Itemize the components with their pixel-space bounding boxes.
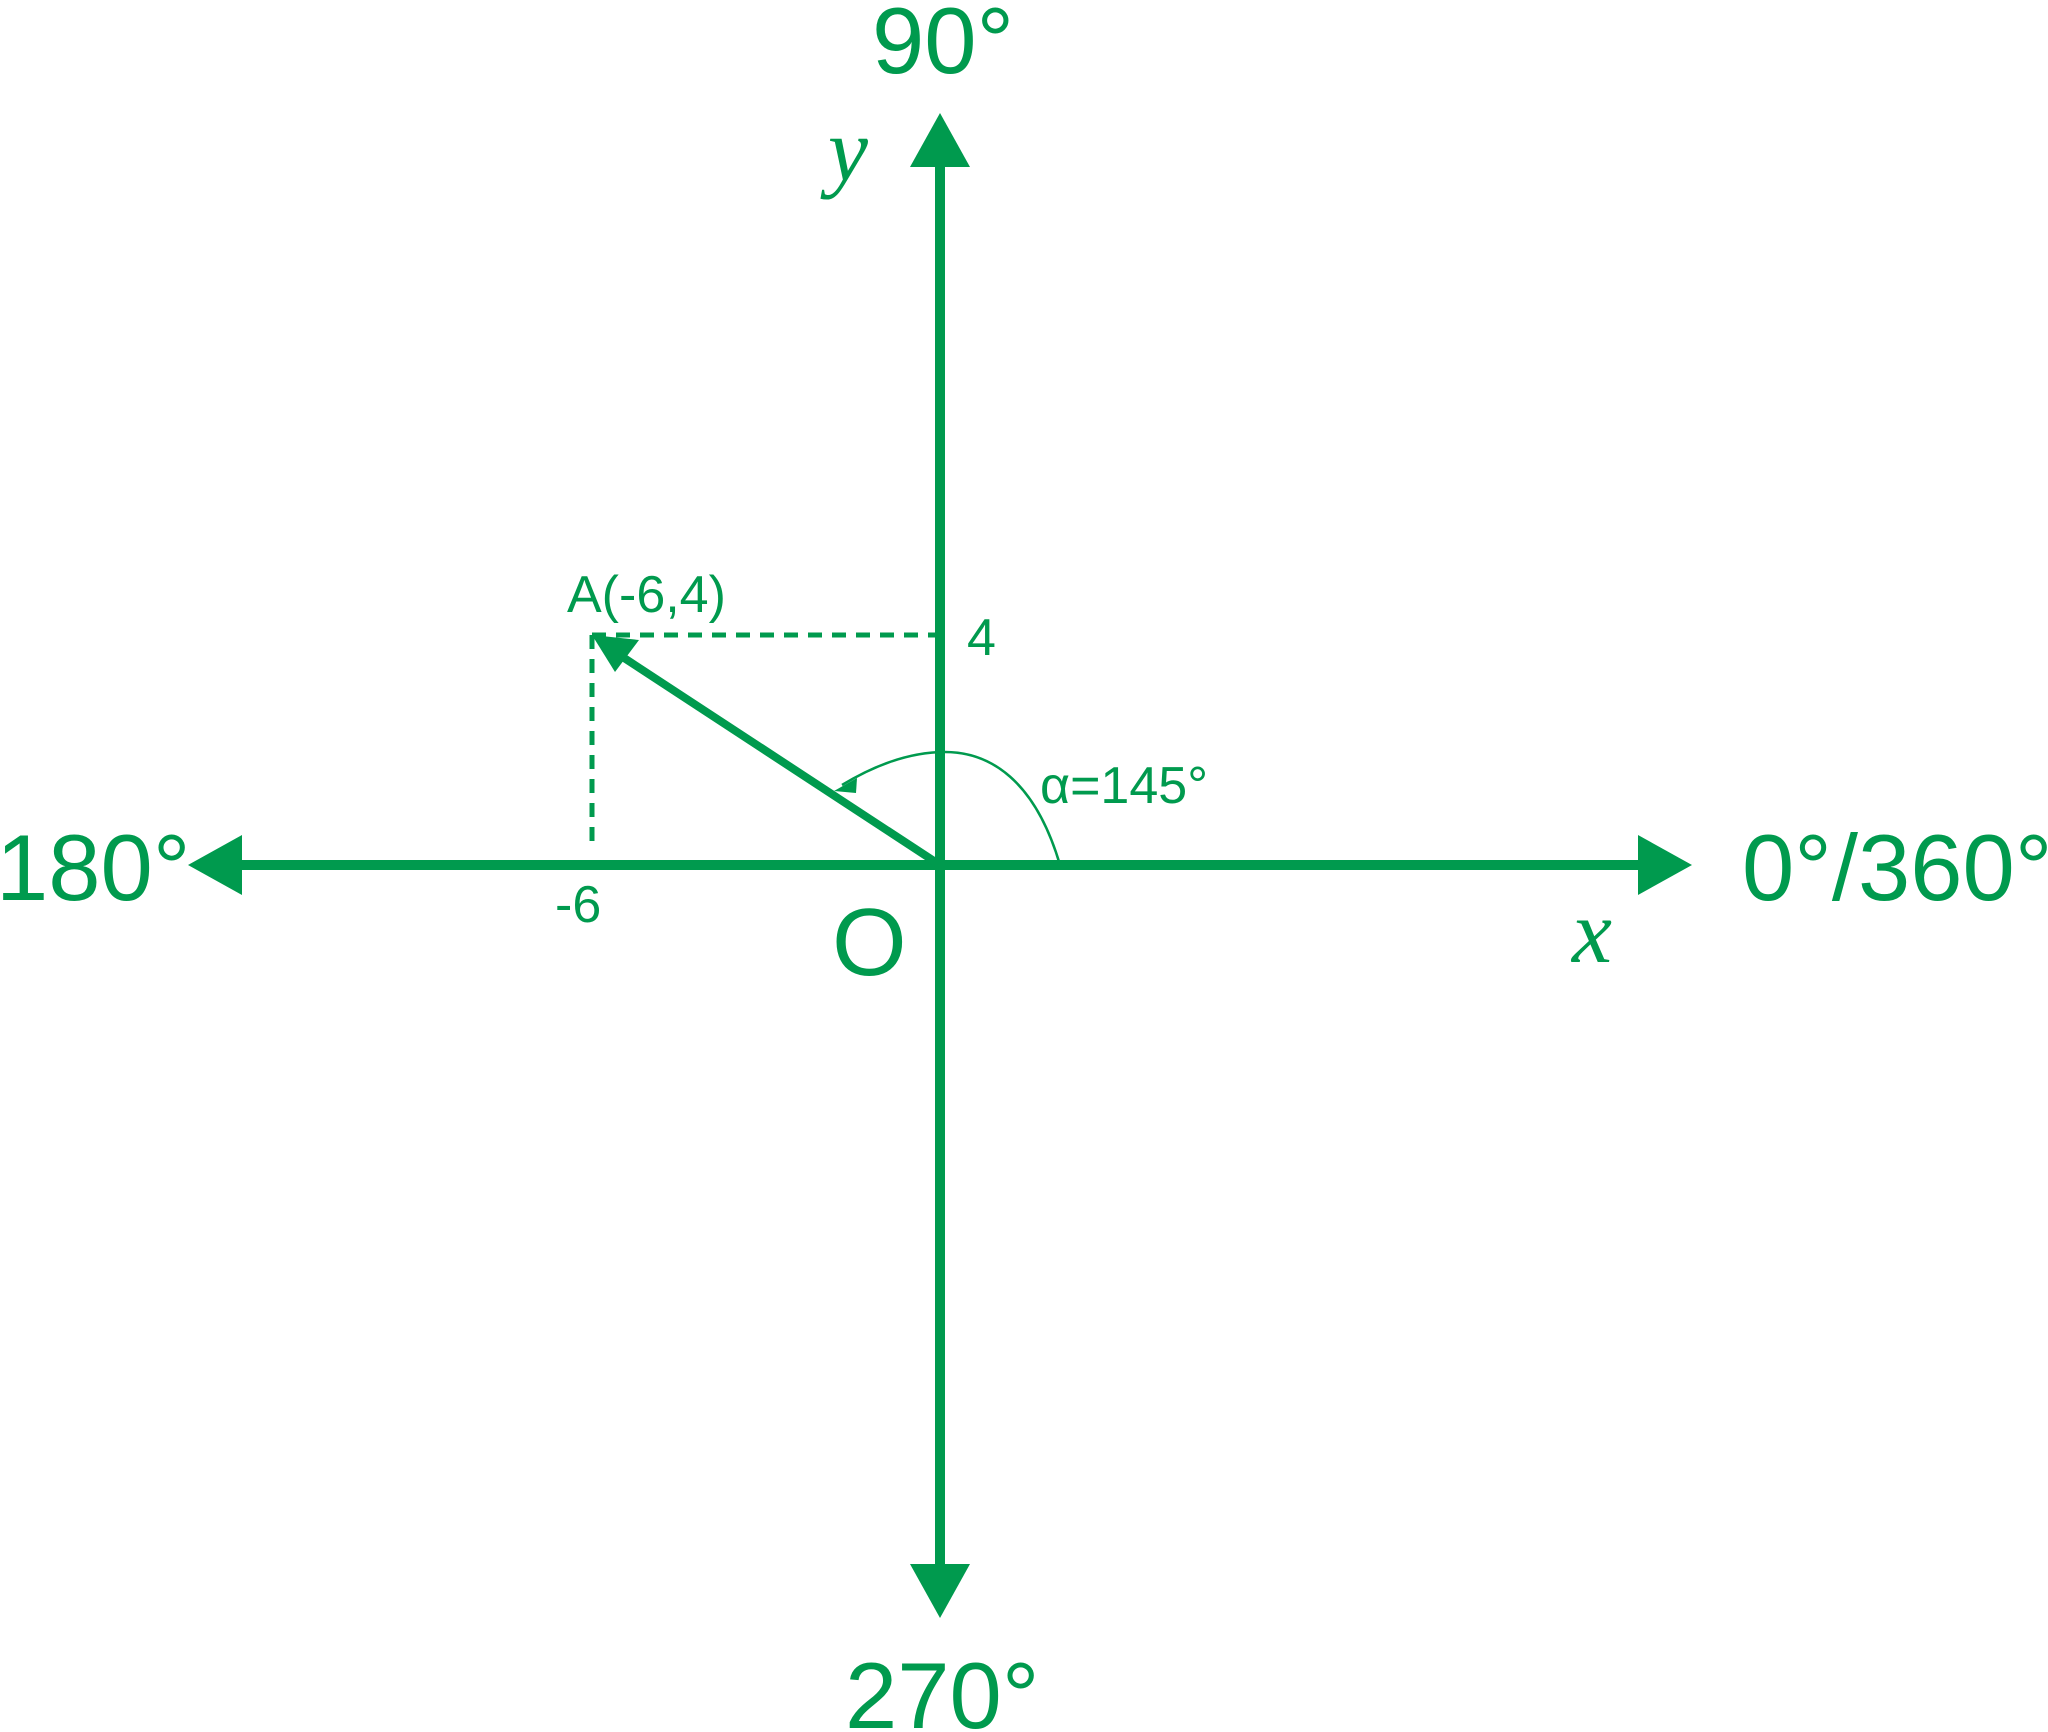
vector-arrowhead-icon bbox=[592, 635, 639, 672]
angle-label: α=145° bbox=[1040, 757, 1208, 815]
x-axis-label: x bbox=[1570, 883, 1612, 982]
x-tick-label: -6 bbox=[555, 876, 601, 934]
y-tick-label: 4 bbox=[967, 609, 996, 667]
y-axis-arrow-down-icon bbox=[910, 1564, 970, 1618]
y-axis-arrow-up-icon bbox=[910, 113, 970, 167]
origin-label: O bbox=[832, 889, 907, 996]
angle-arrowhead-icon bbox=[834, 778, 857, 793]
label-0-360: 0°/360° bbox=[1742, 815, 2048, 920]
point-A-label: A(-6,4) bbox=[567, 566, 726, 624]
label-180: 180° bbox=[0, 815, 190, 920]
label-270: 270° bbox=[845, 1643, 1039, 1732]
label-90: 90° bbox=[872, 0, 1014, 93]
vector-OA bbox=[612, 648, 943, 869]
y-axis-label: y bbox=[820, 101, 868, 200]
x-axis-arrow-left-icon bbox=[188, 835, 242, 895]
x-axis-arrow-right-icon bbox=[1638, 835, 1692, 895]
angle-arc bbox=[841, 750, 1062, 866]
